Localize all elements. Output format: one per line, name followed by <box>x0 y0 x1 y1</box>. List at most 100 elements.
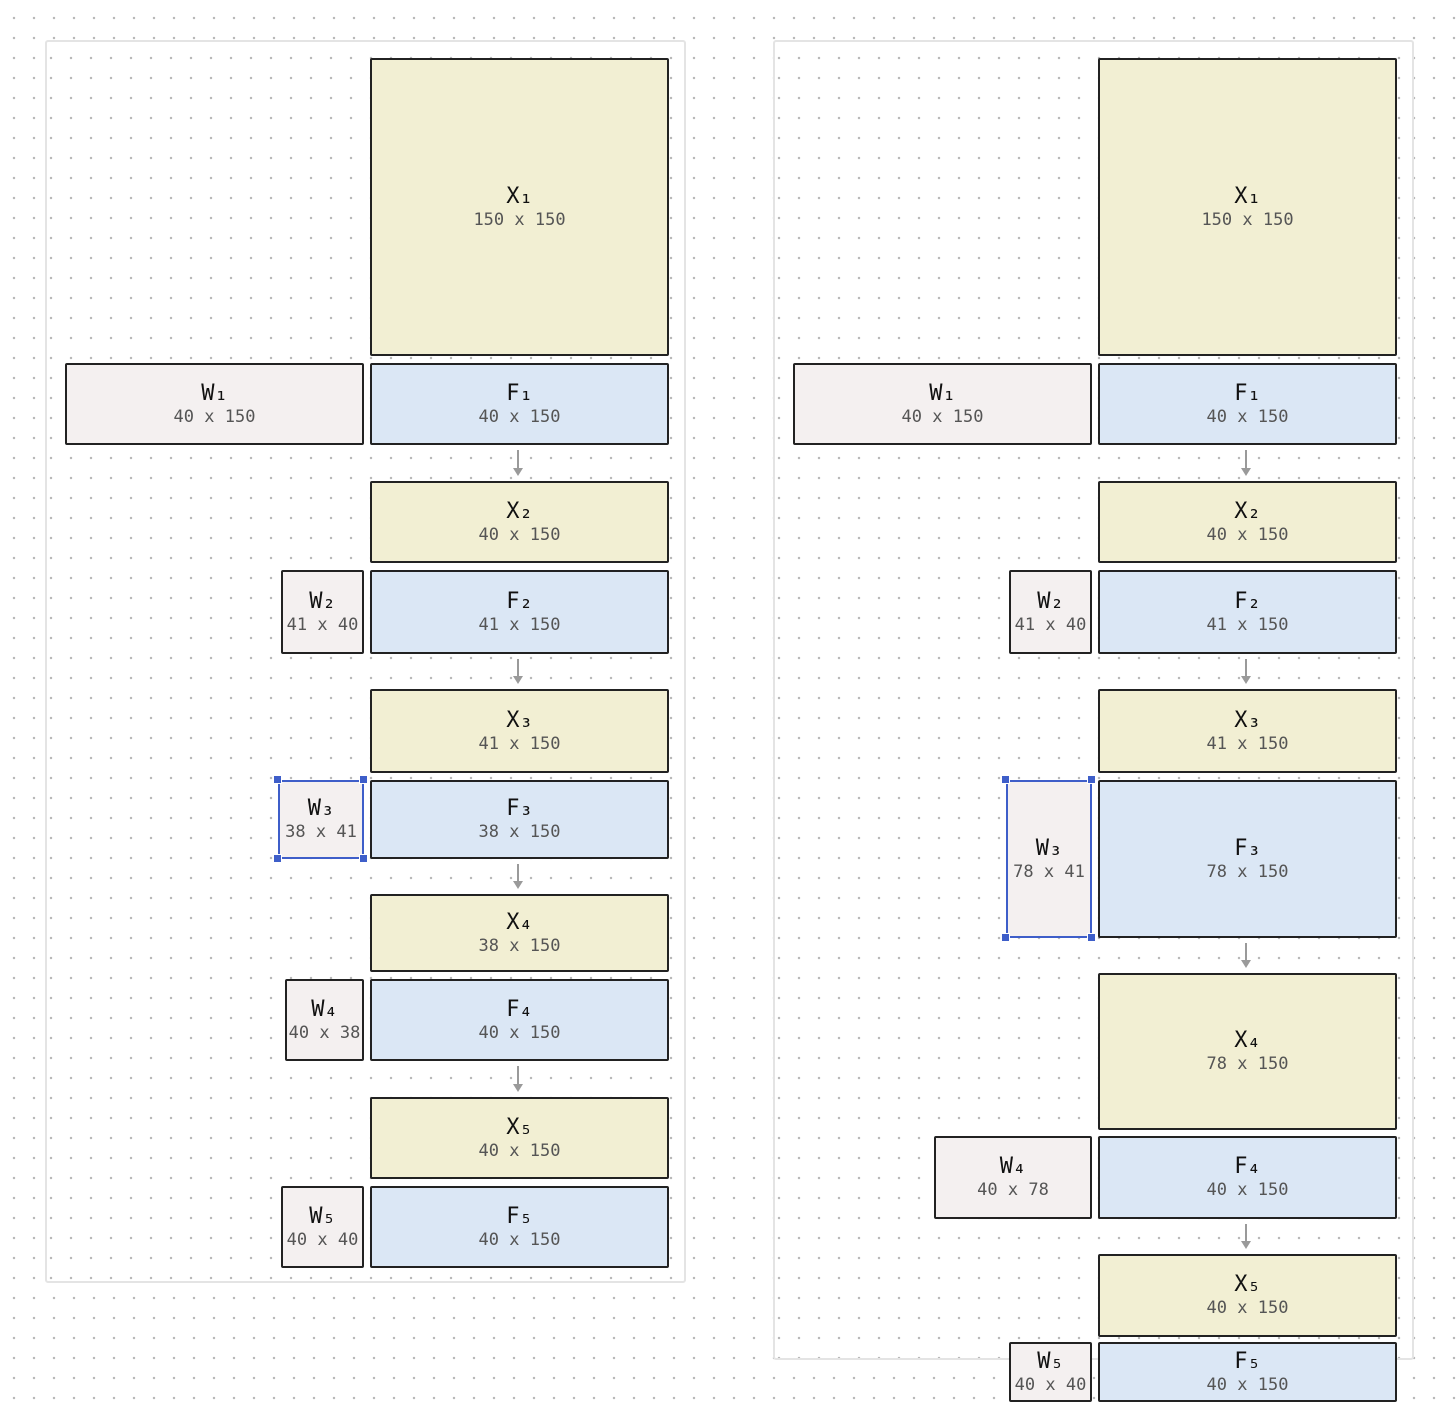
block-dims-label: 40 x 150 <box>901 406 984 427</box>
block-dims-label: 78 x 150 <box>1206 861 1289 882</box>
block-dims-label: 40 x 78 <box>977 1180 1049 1200</box>
block-name-label: F₁ <box>506 380 533 406</box>
block-dims-label: 40 x 150 <box>1206 406 1289 427</box>
block-dims-label: 40 x 150 <box>1206 524 1289 545</box>
resize-handle[interactable] <box>1087 775 1096 784</box>
flow-arrow-icon <box>512 1066 523 1092</box>
block-name-label: X₂ <box>1234 498 1261 524</box>
block-name-label: F₄ <box>506 996 533 1022</box>
block-name-label: W₂ <box>309 588 336 614</box>
block-dims-label: 40 x 150 <box>478 406 561 427</box>
block-name-label: F₂ <box>1234 588 1261 614</box>
block-name-label: X₄ <box>506 909 533 935</box>
block-dims-label: 40 x 150 <box>1206 1180 1289 1200</box>
block-name-label: W₅ <box>1037 1348 1064 1374</box>
block-dims-label: 41 x 150 <box>1206 614 1289 635</box>
block-name-label: X₂ <box>506 498 533 524</box>
block-name-label: W₁ <box>201 380 228 406</box>
block-dims-label: 40 x 40 <box>1014 1374 1087 1395</box>
flow-arrow-icon <box>512 659 523 684</box>
block-dims-label: 40 x 150 <box>478 1140 561 1161</box>
block-dims-label: 41 x 150 <box>478 733 561 754</box>
block-dims-label: 40 x 150 <box>173 406 256 427</box>
resize-handle[interactable] <box>1001 775 1010 784</box>
block-name-label: X₄ <box>1234 1028 1261 1053</box>
block-dims-label: 41 x 150 <box>478 614 561 635</box>
block-dims-label: 40 x 150 <box>478 524 561 545</box>
flow-arrow-icon <box>1240 943 1251 968</box>
block-name-label: F₃ <box>1234 835 1261 861</box>
block-dims-label: 41 x 150 <box>1206 733 1289 754</box>
block-name-label: X₃ <box>1234 707 1261 733</box>
flow-arrow-icon <box>512 450 523 476</box>
resize-handle[interactable] <box>273 775 282 784</box>
block-name-label: W₂ <box>1037 588 1064 614</box>
resize-handle[interactable] <box>273 854 282 863</box>
resize-handle[interactable] <box>359 775 368 784</box>
block-name-label: W₄ <box>311 996 338 1022</box>
flow-arrow-icon <box>1240 659 1251 684</box>
resize-handle[interactable] <box>1001 933 1010 942</box>
flow-arrow-icon <box>1240 450 1251 476</box>
block-name-label: X₁ <box>1234 183 1261 209</box>
block-dims-label: 38 x 150 <box>478 935 561 956</box>
block-name-label: W₄ <box>999 1154 1027 1179</box>
block-name-label: X₅ <box>1234 1272 1261 1297</box>
block-name-label: W₁ <box>929 380 956 406</box>
block-name-label: F₅ <box>506 1203 533 1229</box>
resize-handle[interactable] <box>359 854 368 863</box>
block-name-label: W₃ <box>307 796 335 821</box>
block-dims-label: 40 x 150 <box>1206 1298 1289 1318</box>
block-name-label: W₃ <box>1035 835 1063 861</box>
block-name-label: X₅ <box>506 1114 533 1140</box>
block-name-label: F₄ <box>1234 1154 1261 1179</box>
block-dims-label: 38 x 150 <box>478 822 561 842</box>
block-dims-label: 38 x 41 <box>285 822 357 842</box>
block-dims-label: 40 x 150 <box>1206 1374 1289 1395</box>
block-name-label: X₃ <box>506 707 533 733</box>
block-dims-label: 150 x 150 <box>473 209 566 230</box>
block-dims-label: 40 x 150 <box>478 1229 561 1250</box>
block-name-label: X₁ <box>506 183 533 209</box>
block-name-label: F₃ <box>506 796 533 821</box>
resize-handle[interactable] <box>1087 933 1096 942</box>
flow-arrow-icon <box>1240 1224 1251 1249</box>
block-name-label: F₂ <box>506 588 533 614</box>
block-dims-label: 41 x 40 <box>1014 614 1087 635</box>
block-dims-label: 78 x 150 <box>1206 1054 1289 1074</box>
block-name-label: F₁ <box>1234 380 1261 406</box>
block-dims-label: 41 x 40 <box>286 614 359 635</box>
block-name-label: F₅ <box>1234 1348 1261 1374</box>
flow-arrow-icon <box>512 864 523 889</box>
